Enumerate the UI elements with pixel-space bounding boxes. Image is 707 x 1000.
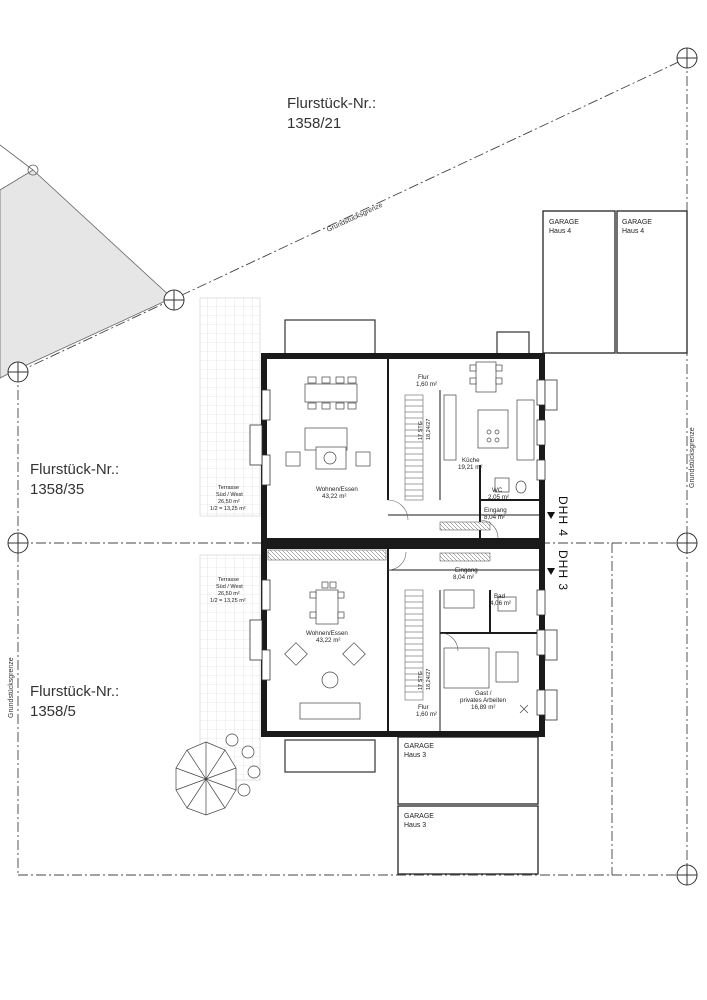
garage-sub: Haus 3 [404,822,426,829]
room-flur-h3-area: 1,60 m² [416,711,437,718]
room-bad: Bad [494,593,506,600]
parcel-south-label: Flurstück-Nr.: [30,683,119,700]
room-kueche: Küche [462,457,480,464]
stair-label-2: 18,24/27 [426,669,432,690]
shelf-h3 [439,552,491,562]
terrace-h3-l2: Süd / West [216,584,243,590]
room-flur-h3: Flur [418,704,429,711]
room-eingang-h4: Eingang [484,507,507,514]
boundary-marker [676,47,698,69]
terrace-h4-l2: Süd / West [216,492,243,498]
terrace-h3-l3: 26,50 m² [218,591,240,597]
room-eingang-h3-area: 8,04 m² [453,574,474,581]
room-wohnen-h4: Wohnen/Essen [316,486,358,493]
stair-label: 17 STG [418,671,424,690]
kitchen-counter-h3 [267,549,387,561]
room-flur-h4-area: 1,60 m² [416,381,437,388]
boundary-label-east: Grundstücksgrenze [689,427,696,488]
terrace-h4-l3: 26,50 m² [218,499,240,505]
bay-boxes [284,319,530,773]
doors-house4 [387,499,499,539]
room-bad-area: 4,06 m² [490,600,511,607]
garages-house4: GARAGE Haus 4 GARAGE Haus 4 [542,210,688,354]
boundary-label-west: Grundstücksgrenze [8,657,15,718]
windows-house4 [249,379,558,486]
garage-label: GARAGE [549,219,579,226]
garage-sub: Haus 4 [549,228,571,235]
parcel-middle-label: Flurstück-Nr.: [30,461,119,478]
garage-label: GARAGE [404,813,434,820]
parcel-north-number: 1358/21 [287,115,341,132]
furniture-house4 [285,361,535,494]
boundary-marker [7,361,29,383]
garage-label: GARAGE [404,743,434,750]
boundary-markers [7,47,698,886]
room-gast-l1: Gast / [475,690,492,697]
stairs-house4 [404,394,491,531]
room-gast-area: 16,89 m² [471,704,495,711]
room-flur-h4: Flur [418,374,429,381]
garage-sub: Haus 4 [622,228,644,235]
survey-point [27,164,39,176]
furniture-house3 [284,581,529,720]
boundary-marker [7,532,29,554]
entrance-arrow-h3 [547,568,555,575]
property-boundaries [17,57,688,876]
entrance-arrow-h4 [547,512,555,519]
room-wc: WC [492,487,503,494]
room-gast-l2: privates Arbeiten [460,697,507,704]
dhh4-tag: DHH 4 [556,496,570,537]
doors-house3 [387,551,459,652]
parasol [175,733,261,816]
garages-house3: GARAGE Haus 3 GARAGE Haus 3 [397,736,539,875]
room-wohnen-h3-area: 43,22 m² [316,637,340,644]
terrace-h4-l1: Terrasse [218,485,239,491]
boundary-marker [163,289,185,311]
windows-house3 [249,579,558,721]
stairs-house3 [404,589,424,701]
parcel-north-label: Flurstück-Nr.: [287,95,376,112]
room-eingang-h3: Eingang [455,567,478,574]
room-kueche-area: 19,21 m² [458,464,482,471]
neighbor-building [0,169,173,379]
boundary-marker [676,864,698,886]
parcel-middle-number: 1358/35 [30,481,84,498]
garage-label: GARAGE [622,219,652,226]
house4-walls [261,353,545,544]
terrace-h3-l4: 1/2 = 13,25 m² [210,598,246,604]
terrace-house4 [199,297,261,517]
terrace-h4-l4: 1/2 = 13,25 m² [210,506,246,512]
parcel-south-number: 1358/5 [30,703,76,720]
room-wc-area: 2,05 m² [488,494,509,501]
room-wohnen-h3: Wohnen/Essen [306,630,348,637]
terrace-h3-l1: Terrasse [218,577,239,583]
room-eingang-h4-area: 8,04 m² [484,514,505,521]
stair-label: 17 STG [418,421,424,440]
boundary-marker [676,532,698,554]
boundary-label-north: Grundstücksgrenze [326,202,384,234]
dhh3-tag: DHH 3 [556,550,570,591]
stair-label-2: 18,24/27 [426,419,432,440]
garage-sub: Haus 3 [404,752,426,759]
room-wohnen-h4-area: 43,22 m² [322,493,346,500]
